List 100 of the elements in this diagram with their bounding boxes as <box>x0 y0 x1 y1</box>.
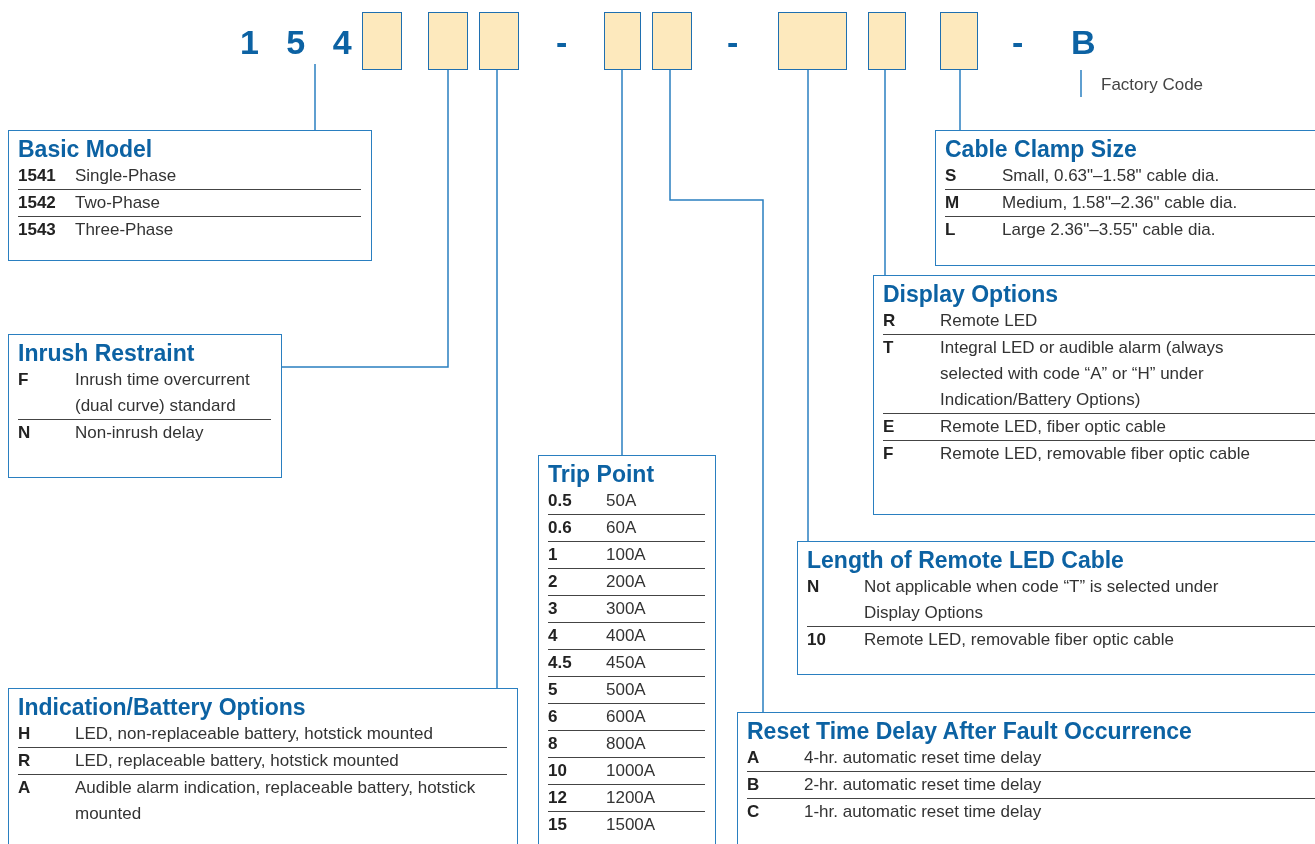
option-description: 2-hr. automatic reset time delay <box>804 774 1042 796</box>
option-description: Single-Phase <box>75 165 177 187</box>
option-description: 400A <box>606 625 646 647</box>
option-code: 8 <box>548 733 558 755</box>
option-code: 1543 <box>18 219 56 241</box>
option-description: 1-hr. automatic reset time delay <box>804 801 1042 823</box>
option-code: E <box>883 416 895 438</box>
option-code: 15 <box>548 814 567 836</box>
option-code: 10 <box>548 760 567 782</box>
option-description: Remote LED, fiber optic cable <box>940 416 1166 438</box>
leader-line <box>314 63 316 131</box>
option-description: 1000A <box>606 760 656 782</box>
leader-line <box>884 69 886 276</box>
panel-title: Reset Time Delay After Fault Occurrence <box>747 717 1192 745</box>
panel-title: Display Options <box>883 280 1059 308</box>
option-description: Inrush time overcurrent (dual curve) standard <box>75 369 251 417</box>
option-panel <box>873 275 1315 515</box>
code-slot-box <box>362 12 402 70</box>
option-code: N <box>807 576 820 598</box>
dash-symbol: - <box>556 22 568 62</box>
option-code: C <box>747 801 760 823</box>
code-slot-box <box>652 12 692 70</box>
option-panel <box>935 130 1315 266</box>
option-code: 4 <box>548 625 558 647</box>
panel-title: Inrush Restraint <box>18 339 195 367</box>
code-slot-box <box>479 12 519 70</box>
option-panel <box>8 688 518 844</box>
option-description: Small, 0.63"–1.58" cable dia. <box>1002 165 1220 187</box>
option-description: 600A <box>606 706 646 728</box>
option-code: B <box>747 774 760 796</box>
option-code: 12 <box>548 787 567 809</box>
leader-line <box>669 69 764 713</box>
option-panel <box>737 712 1315 844</box>
option-panel <box>8 130 372 261</box>
dash-symbol: - <box>727 22 739 62</box>
option-description: 50A <box>606 490 637 512</box>
option-description: Large 2.36"–3.55" cable dia. <box>1002 219 1216 241</box>
option-panel <box>797 541 1315 675</box>
option-code: 0.5 <box>548 490 572 512</box>
option-code: 10 <box>807 629 826 651</box>
panel-title: Trip Point <box>548 460 655 488</box>
panel-title: Basic Model <box>18 135 153 163</box>
option-description: Not applicable when code “T” is selected under Display Options <box>864 576 1220 624</box>
leader-line <box>621 69 623 456</box>
option-description: Remote LED, removable fiber optic cable <box>940 443 1250 465</box>
option-description: Audible alarm indication, replaceable battery, hotstick mounted <box>75 777 477 825</box>
option-code: T <box>883 337 894 359</box>
option-code: 4.5 <box>548 652 572 674</box>
option-code: A <box>747 747 760 769</box>
code-slot-box <box>778 12 847 70</box>
option-description: LED, replaceable battery, hotstick mounted <box>75 750 399 772</box>
code-slot-box <box>428 12 468 70</box>
option-code: 0.6 <box>548 517 572 539</box>
option-description: 800A <box>606 733 646 755</box>
option-code: 2 <box>548 571 558 593</box>
option-panel <box>8 334 282 478</box>
option-description: LED, non-replaceable battery, hotstick mounted <box>75 723 433 745</box>
panel-title: Cable Clamp Size <box>945 135 1137 163</box>
option-code: 3 <box>548 598 558 620</box>
option-code: 1542 <box>18 192 56 214</box>
option-code: F <box>18 369 29 391</box>
option-code: F <box>883 443 894 465</box>
model-number-prefix: 1 5 4 <box>240 20 356 64</box>
option-code: S <box>945 165 957 187</box>
option-description: 100A <box>606 544 646 566</box>
option-description: Integral LED or audible alarm (always selected with code “A” or “H” under Indication/Battery Options) <box>940 337 1225 411</box>
code-slot-box <box>868 12 906 70</box>
option-description: Medium, 1.58"–2.36" cable dia. <box>1002 192 1238 214</box>
option-description: Three-Phase <box>75 219 174 241</box>
option-description: 200A <box>606 571 646 593</box>
option-description: Remote LED, removable fiber optic cable <box>864 629 1174 651</box>
option-code: H <box>18 723 31 745</box>
option-panel <box>538 455 716 844</box>
option-code: N <box>18 422 31 444</box>
panel-title: Indication/Battery Options <box>18 693 306 721</box>
option-description: Non-inrush delay <box>75 422 204 444</box>
option-description: Remote LED <box>940 310 1038 332</box>
option-description: 300A <box>606 598 646 620</box>
code-slot-box <box>940 12 978 70</box>
leader-line <box>496 69 498 689</box>
option-description: 1500A <box>606 814 656 836</box>
code-slot-box <box>604 12 641 70</box>
option-code: A <box>18 777 31 799</box>
option-description: 450A <box>606 652 646 674</box>
option-code: 1 <box>548 544 558 566</box>
option-code: R <box>883 310 896 332</box>
option-code: 6 <box>548 706 558 728</box>
code-caption: Factory Code <box>1101 74 1204 96</box>
leader-line <box>281 69 449 368</box>
option-description: 4-hr. automatic reset time delay <box>804 747 1042 769</box>
option-description: 1200A <box>606 787 656 809</box>
option-code: L <box>945 219 956 241</box>
option-code: 1541 <box>18 165 56 187</box>
dash-symbol: - <box>1012 22 1024 62</box>
option-description: 500A <box>606 679 646 701</box>
option-description: 60A <box>606 517 637 539</box>
leader-line <box>959 69 961 131</box>
leader-line <box>807 69 809 542</box>
option-code: R <box>18 750 31 772</box>
option-code: M <box>945 192 960 214</box>
